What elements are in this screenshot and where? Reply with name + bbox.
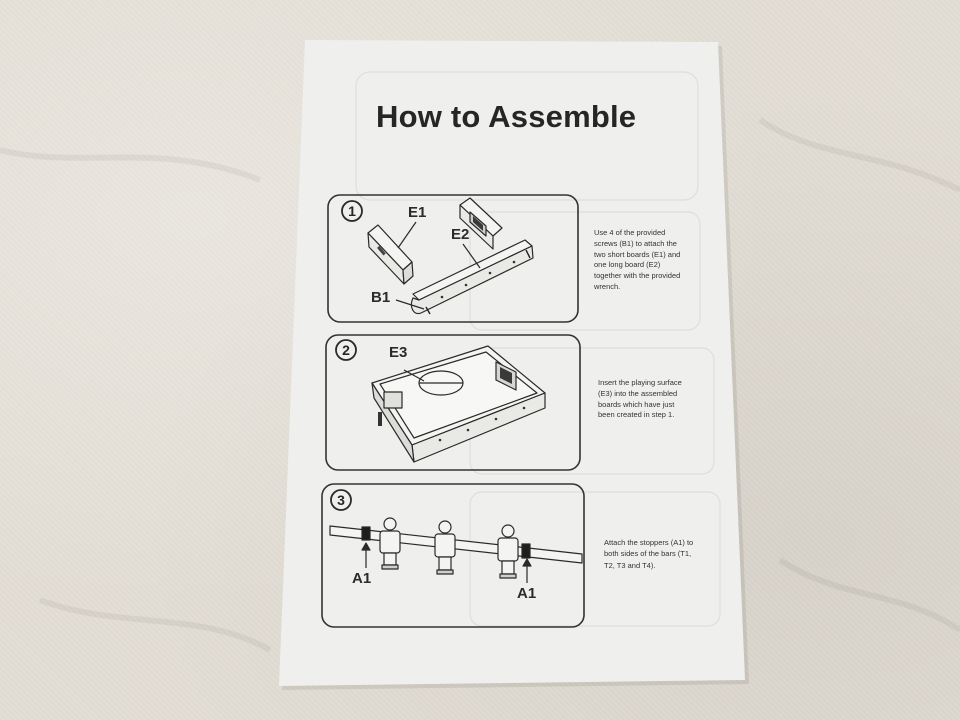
label-e3: E3 <box>389 344 408 361</box>
step-1-illustration <box>367 197 534 315</box>
label-b1: B1 <box>371 289 391 306</box>
description-line: one long board (E2) <box>594 260 661 270</box>
long-board-e2 <box>410 239 534 315</box>
description-line: Insert the playing surface <box>598 378 682 387</box>
description-line: both sides of the bars (T1, <box>604 549 692 559</box>
description-line: T2, T3 and T4). <box>604 560 656 570</box>
description-line: wrench. <box>594 281 621 291</box>
stopper-right <box>521 543 531 559</box>
step-3-box <box>321 483 585 628</box>
description-line: Attach the stoppers (A1) to <box>604 538 694 547</box>
player-figures <box>379 517 519 579</box>
goal-left <box>378 391 403 426</box>
stopper-left <box>361 526 371 541</box>
short-board-goal <box>459 197 503 250</box>
step-3-circle <box>330 489 352 511</box>
description-line: (E3) into the assembled <box>598 388 678 398</box>
screws-b1 <box>425 249 531 315</box>
playing-surface-e3 <box>418 370 464 396</box>
label-a1-left: A1 <box>352 570 372 587</box>
e2-leader-line <box>462 243 481 269</box>
description-line: Use 4 of the provided <box>594 228 666 237</box>
step-2-illustration <box>371 345 546 463</box>
e3-leader-line <box>403 369 425 382</box>
description-line: screws (B1) to attach the <box>594 238 677 248</box>
step-1-box <box>327 194 579 323</box>
player-figure <box>379 517 401 570</box>
step-2-box <box>325 334 581 471</box>
player-figure <box>497 524 519 579</box>
step-3-description: Attach the stoppers (A1) to both sides o… <box>604 537 693 571</box>
step-1-number: 1 <box>348 203 356 219</box>
step-2-number: 2 <box>342 342 350 358</box>
description-line: together with the provided <box>594 271 681 281</box>
step-1-description: Use 4 of the provided screws (B1) to att… <box>594 228 680 293</box>
fabric-folds <box>0 117 960 653</box>
description-line: two short boards (E1) and <box>594 249 681 259</box>
label-e1: E1 <box>408 204 427 221</box>
e1-leader-line <box>397 221 417 249</box>
step-2-description: Insert the playing surface (E3) into the… <box>598 378 682 421</box>
b1-leader-line <box>395 299 425 310</box>
short-board-e1 <box>367 224 414 285</box>
step-3-illustration <box>329 517 583 583</box>
instruction-sheet <box>279 40 745 686</box>
description-line: boards which have just <box>598 399 675 409</box>
step-1-circle <box>341 200 363 222</box>
a1-arrows <box>361 542 532 583</box>
label-e2: E2 <box>451 226 470 243</box>
step-boxes <box>321 194 585 628</box>
page-title: How to Assemble <box>376 99 637 134</box>
stoppers-a1 <box>361 526 531 559</box>
goal-right <box>495 361 517 391</box>
step-number-circles <box>330 200 363 511</box>
label-a1-right: A1 <box>517 585 537 602</box>
description-line: been created in step 1. <box>598 410 675 420</box>
step-3-number: 3 <box>337 492 345 508</box>
player-figure <box>434 520 456 575</box>
step-2-circle <box>335 339 357 361</box>
